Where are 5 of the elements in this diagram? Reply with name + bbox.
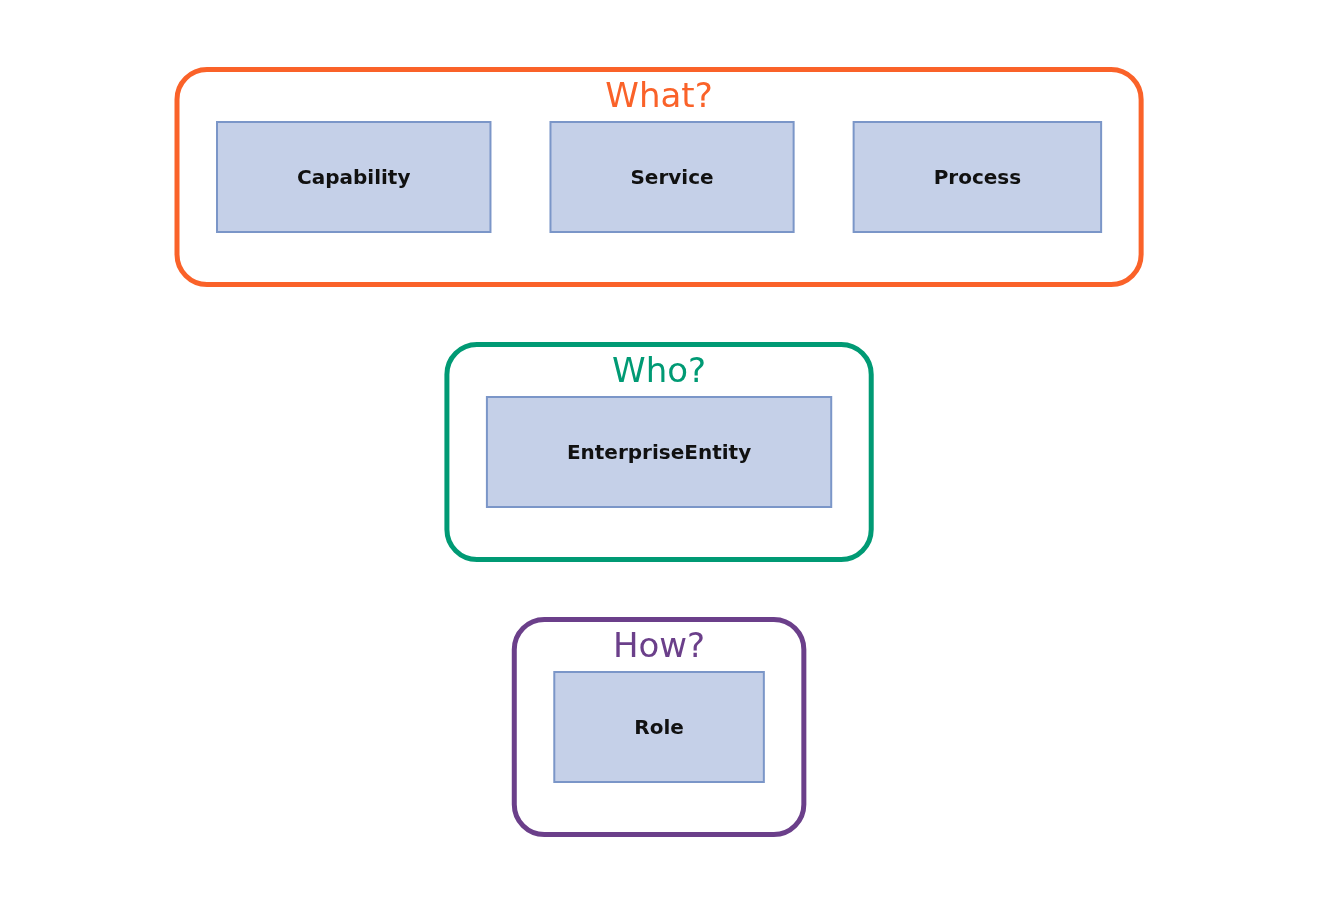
- node-box: EnterpriseEntity: [486, 396, 833, 508]
- node-box: Capability: [216, 121, 492, 233]
- node-box: Role: [553, 671, 766, 783]
- node-box: Service: [549, 121, 796, 233]
- node-box: Process: [853, 121, 1103, 233]
